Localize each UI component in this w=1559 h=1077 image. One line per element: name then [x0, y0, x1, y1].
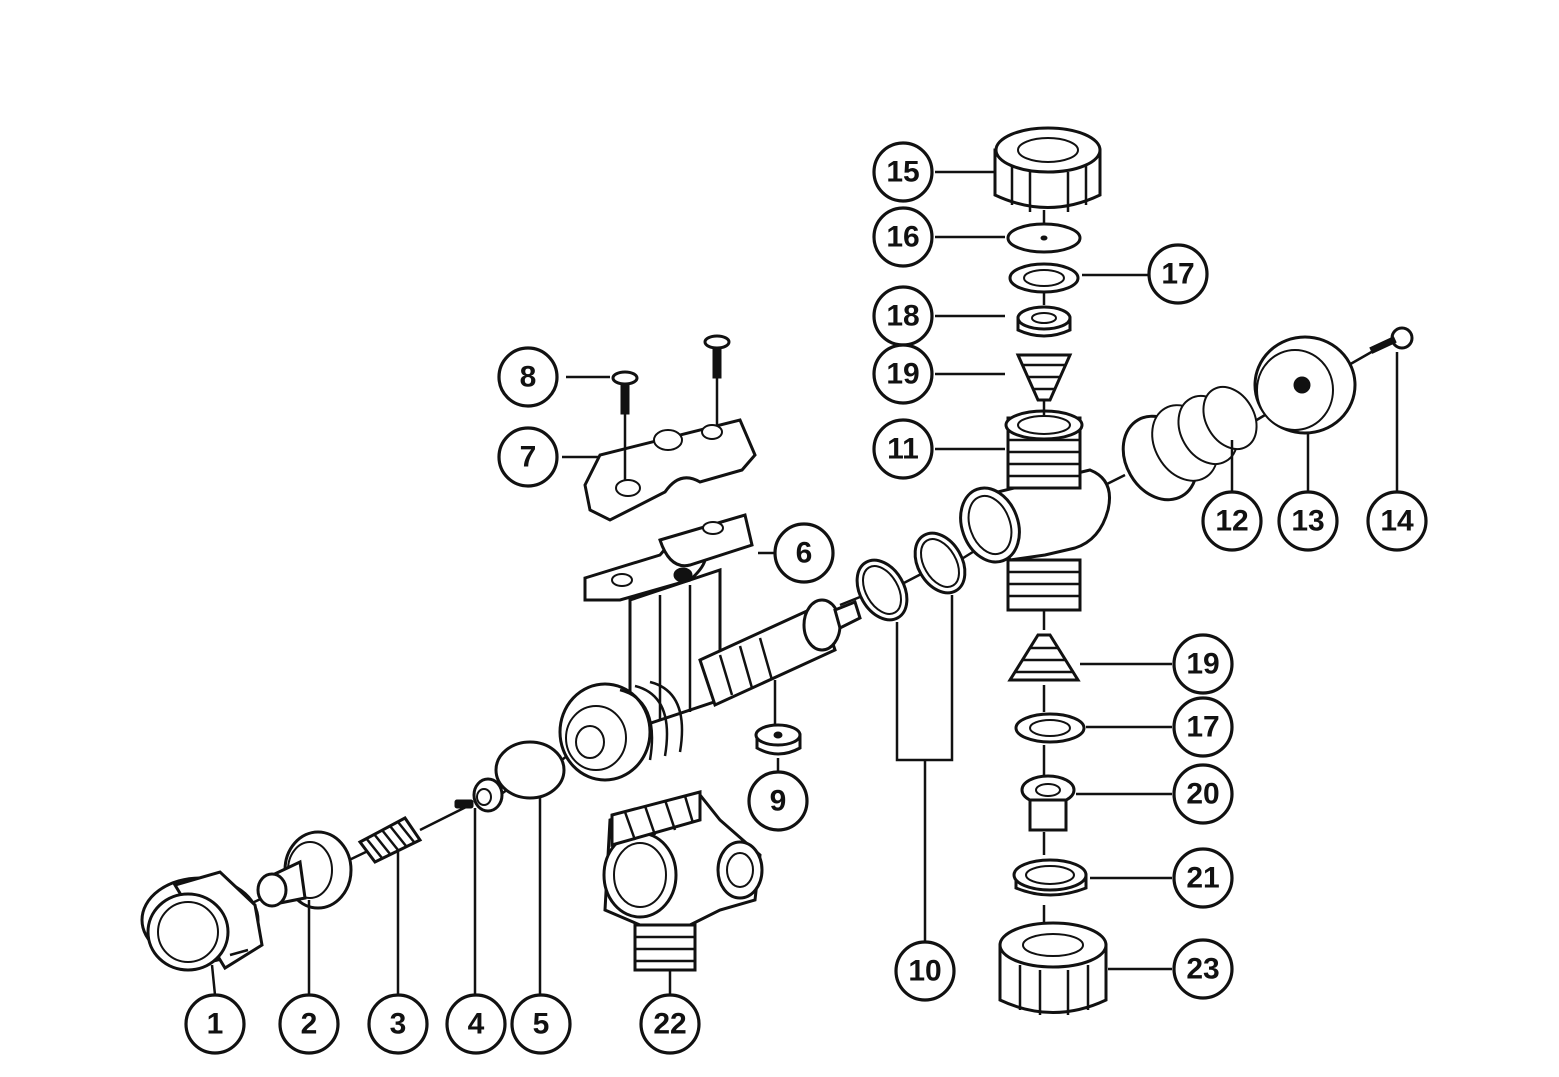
- callout-9: 9: [747, 770, 809, 832]
- callout-19-upper: 19: [872, 343, 934, 405]
- svg-text:3: 3: [390, 1008, 407, 1041]
- svg-text:10: 10: [908, 955, 941, 988]
- callout-15: 15: [872, 141, 934, 203]
- part-clamp-lower: [583, 513, 754, 602]
- callout-4: 4: [445, 993, 507, 1055]
- svg-text:22: 22: [653, 1008, 686, 1041]
- callout-17-upper: 17: [1147, 243, 1209, 305]
- svg-text:19: 19: [1186, 648, 1219, 681]
- svg-text:6: 6: [796, 537, 813, 570]
- callout-20: 20: [1172, 763, 1234, 825]
- svg-text:17: 17: [1161, 258, 1194, 291]
- svg-text:17: 17: [1186, 711, 1219, 744]
- callouts: 1 2 3 4 5 6 7 8 9 10 11 12 13 14 15 16 1…: [184, 141, 1428, 1055]
- callout-11: 11: [872, 418, 934, 480]
- svg-text:23: 23: [1186, 953, 1219, 986]
- upper-stack: [993, 126, 1102, 415]
- callout-22: 22: [639, 993, 701, 1055]
- svg-text:2: 2: [301, 1008, 318, 1041]
- callout-3: 3: [367, 993, 429, 1055]
- part-end-cap: [1253, 335, 1357, 492]
- svg-text:7: 7: [520, 441, 537, 474]
- leader-lines: [210, 170, 1172, 996]
- svg-text:11: 11: [887, 433, 919, 466]
- svg-text:20: 20: [1186, 778, 1219, 811]
- part-spring-small: [357, 816, 423, 864]
- svg-text:15: 15: [886, 156, 919, 189]
- part-alt-tee: [602, 790, 764, 995]
- callout-7: 7: [497, 426, 559, 488]
- svg-text:18: 18: [886, 300, 919, 333]
- callout-18: 18: [872, 285, 934, 347]
- svg-text:16: 16: [886, 221, 919, 254]
- callout-10: 10: [894, 940, 956, 1002]
- svg-text:9: 9: [770, 785, 787, 818]
- svg-text:14: 14: [1380, 505, 1414, 538]
- part-tee-body: [959, 409, 1111, 612]
- callout-23: 23: [1172, 938, 1234, 1000]
- svg-text:19: 19: [886, 358, 919, 391]
- svg-text:21: 21: [1186, 862, 1219, 895]
- callout-2: 2: [278, 993, 340, 1055]
- part-valve-pin: [454, 777, 504, 813]
- part-screws: [611, 334, 731, 480]
- part-o-rings: [855, 531, 967, 945]
- svg-text:12: 12: [1215, 505, 1248, 538]
- callout-5: 5: [510, 993, 572, 1055]
- callout-16: 16: [872, 206, 934, 268]
- svg-text:1: 1: [207, 1008, 224, 1041]
- svg-text:5: 5: [533, 1008, 550, 1041]
- callout-21: 21: [1172, 847, 1234, 909]
- lower-stack: [998, 610, 1108, 1015]
- callout-17-lower: 17: [1172, 696, 1234, 758]
- callout-12: 12: [1201, 490, 1263, 552]
- part-spring-large: [1121, 386, 1258, 502]
- part-clamp-upper: [583, 418, 757, 522]
- part-disc: [494, 740, 566, 800]
- part-small-washer: [754, 723, 802, 756]
- callout-8: 8: [497, 346, 559, 408]
- callout-19-lower: 19: [1172, 633, 1234, 695]
- svg-text:13: 13: [1291, 505, 1324, 538]
- part-end-screw: [1369, 326, 1414, 492]
- callout-14: 14: [1366, 490, 1428, 552]
- part-cap-nut: [140, 870, 264, 972]
- part-plug: [256, 830, 353, 910]
- callout-6: 6: [773, 522, 835, 584]
- svg-text:4: 4: [468, 1008, 485, 1041]
- callout-13: 13: [1277, 490, 1339, 552]
- svg-text:8: 8: [520, 361, 537, 394]
- callout-1: 1: [184, 993, 246, 1055]
